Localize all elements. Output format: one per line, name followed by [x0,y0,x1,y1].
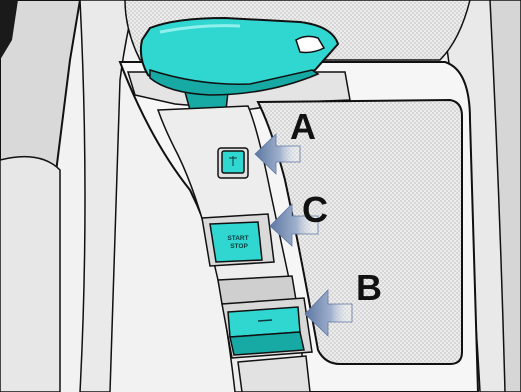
callout-b: B [356,267,382,308]
switch-b[interactable] [222,298,312,358]
switch-a[interactable] [218,148,248,178]
callout-a: A [290,106,316,147]
stop-label: STOP [230,243,248,250]
lower-console [238,356,310,392]
switch-b-icon [258,320,272,321]
left-cushion [0,157,60,392]
callout-c: C [302,189,328,230]
start-label: START [227,235,248,242]
start-stop-button[interactable]: START STOP [202,214,274,266]
